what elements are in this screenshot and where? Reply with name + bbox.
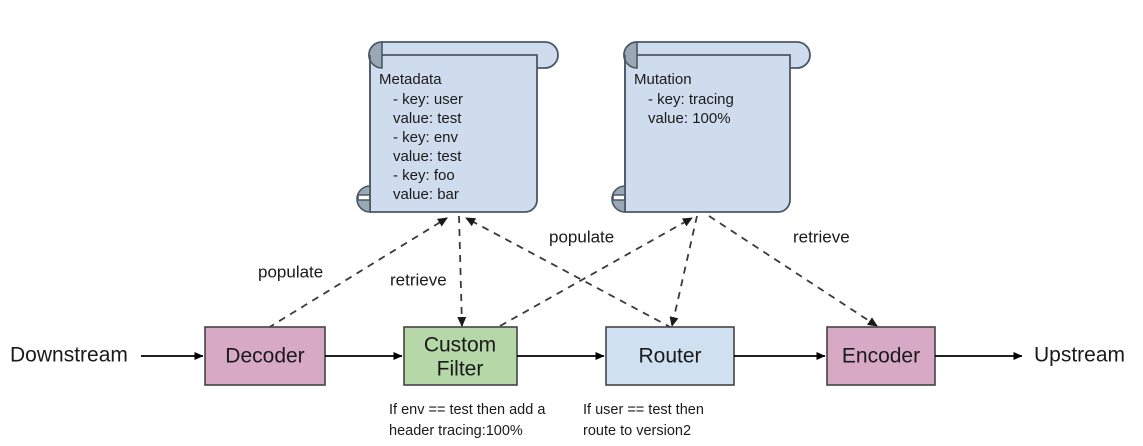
caption-router-line-0: If user == test then	[583, 402, 704, 418]
scroll-metadata-line-1: value: test	[393, 110, 462, 127]
scroll-metadata-title: Metadata	[379, 71, 442, 88]
node-custom-filter[interactable]: Custom Filter	[403, 326, 518, 386]
scroll-metadata-line-3: value: test	[393, 148, 462, 165]
endpoint-label-upstream: Upstream	[1034, 344, 1125, 367]
edge-label-populate-left: populate	[258, 262, 323, 281]
scroll-mutation-title: Mutation	[634, 71, 692, 88]
scroll-metadata-curl-bottom	[356, 185, 371, 213]
edge-label-retrieve-right: retrieve	[793, 227, 850, 246]
edge-metadata-to-custom-filter	[457, 215, 467, 327]
endpoint-label-downstream: Downstream	[10, 344, 128, 367]
scroll-mutation-line-1: value: 100%	[648, 110, 731, 127]
node-decoder-label: Decoder	[225, 345, 304, 368]
scroll-metadata: Metadata - key: user value: test - key: …	[356, 41, 559, 213]
edge-mutation-to-router	[669, 215, 698, 327]
node-router-label: Router	[638, 345, 701, 368]
caption-custom-filter-line-0: If env == test then add a	[389, 402, 546, 418]
scroll-metadata-line-5: value: bar	[393, 186, 459, 203]
node-custom-filter-rect[interactable]	[403, 326, 518, 386]
scroll-metadata-body	[369, 54, 538, 213]
caption-custom-filter-line-1: header tracing:100%	[389, 423, 523, 439]
edge-label-retrieve-left: retrieve	[390, 270, 447, 289]
node-encoder-label: Encoder	[842, 345, 920, 368]
caption-router-line-1: route to version2	[583, 423, 691, 439]
scroll-metadata-line-0: - key: user	[393, 91, 463, 108]
node-encoder[interactable]: Encoder	[826, 326, 936, 386]
node-encoder-rect[interactable]	[826, 326, 936, 386]
edge-label-populate-right: populate	[549, 227, 614, 246]
node-decoder[interactable]: Decoder	[204, 326, 326, 386]
node-custom-filter-label-line-0: Custom	[424, 334, 496, 357]
node-router[interactable]: Router	[605, 326, 735, 386]
scroll-mutation: Mutation - key: tracing value: 100%	[611, 41, 811, 213]
edge-decoder-to-metadata	[267, 217, 448, 329]
node-custom-filter-label-line-1: Filter	[437, 358, 484, 381]
node-router-rect[interactable]	[605, 326, 735, 386]
node-decoder-rect[interactable]	[204, 326, 326, 386]
scroll-metadata-line-4: - key: foo	[393, 167, 455, 184]
scroll-mutation-curl-bottom	[611, 185, 626, 213]
scroll-metadata-line-2: - key: env	[393, 129, 459, 146]
scroll-mutation-line-0: - key: tracing	[648, 91, 734, 108]
scroll-mutation-body	[624, 54, 791, 213]
edge-custom-filter-to-mutation	[499, 217, 693, 327]
